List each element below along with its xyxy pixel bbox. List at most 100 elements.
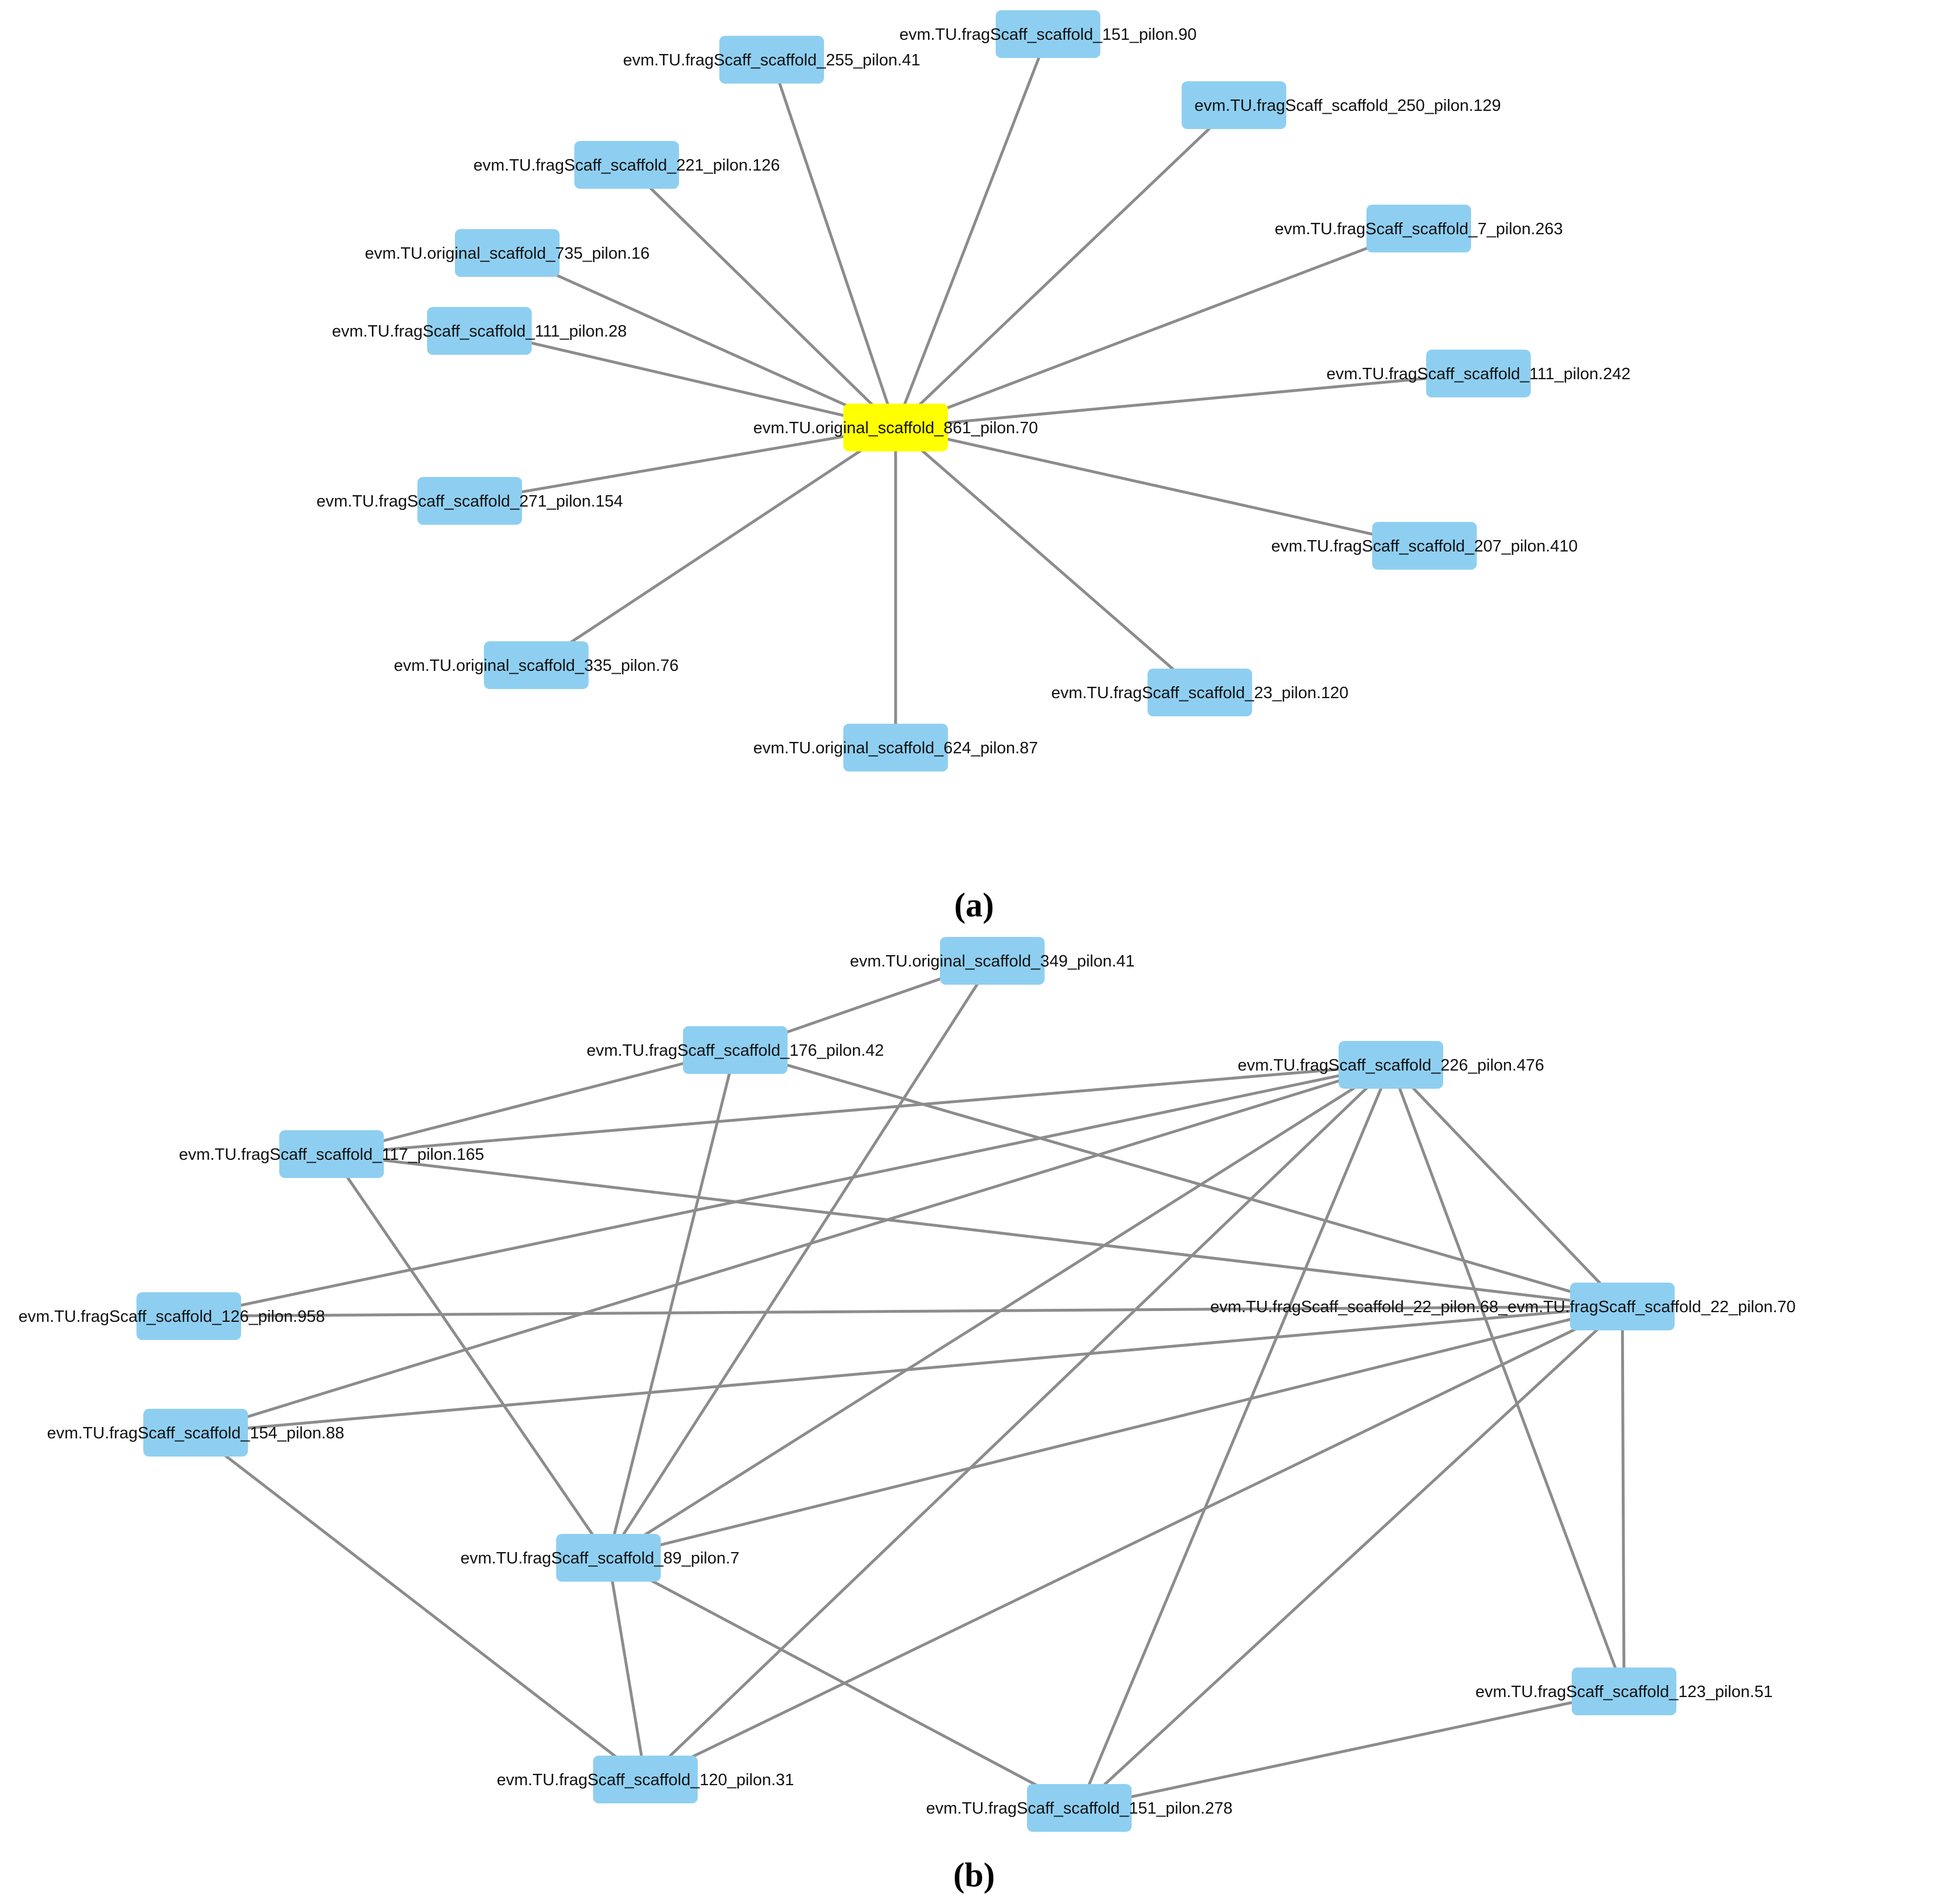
panel-b-edge-b1-b8 bbox=[607, 960, 994, 1559]
node-label: evm.TU.fragScaff_scaffold_151_pilon.278 bbox=[926, 1799, 1233, 1818]
node-box bbox=[143, 1409, 248, 1457]
panel-b-edge-b7-b10 bbox=[194, 1432, 647, 1781]
panel-b-node-evm-tu-fragscaff-scaffold-126-pilon-958: evm.TU.fragScaff_scaffold_126_pilon.958 bbox=[19, 1292, 325, 1340]
panel-b-edge-b4-b8 bbox=[330, 1153, 610, 1559]
node-label: evm.TU.original_scaffold_349_pilon.41 bbox=[850, 952, 1135, 970]
node-box bbox=[279, 1130, 384, 1178]
panel-b-edge-b9-b11 bbox=[1079, 1690, 1625, 1810]
panel-b-edge-b3-b7 bbox=[195, 1063, 1391, 1434]
panel-a-edge-hub-a6 bbox=[506, 251, 897, 429]
panel-a-node-evm-tu-fragscaff-scaffold-111-pilon-28: evm.TU.fragScaff_scaffold_111_pilon.28 bbox=[332, 307, 627, 355]
panel-b-node-evm-tu-fragscaff-scaffold-151-pilon-278: evm.TU.fragScaff_scaffold_151_pilon.278 bbox=[926, 1784, 1233, 1832]
panel-a-edge-hub-a11 bbox=[535, 426, 897, 667]
node-box bbox=[427, 307, 532, 355]
node-box bbox=[1426, 350, 1531, 397]
node-label: evm.TU.fragScaff_scaffold_271_pilon.154 bbox=[317, 492, 623, 511]
node-box bbox=[484, 641, 589, 689]
node-box bbox=[996, 10, 1100, 58]
panel-b-node-evm-tu-original-scaffold-349-pilon-41: evm.TU.original_scaffold_349_pilon.41 bbox=[850, 937, 1135, 985]
panel-b-node-evm-tu-fragscaff-scaffold-89-pilon-7: evm.TU.fragScaff_scaffold_89_pilon.7 bbox=[461, 1534, 740, 1582]
node-label: evm.TU.original_scaffold_335_pilon.76 bbox=[394, 657, 679, 675]
node-box bbox=[683, 1026, 788, 1074]
panel-b-node-evm-tu-fragscaff-scaffold-176-pilon-42: evm.TU.fragScaff_scaffold_176_pilon.42 bbox=[587, 1026, 884, 1074]
node-box bbox=[455, 229, 560, 277]
panel-b-edge-b8-b10 bbox=[607, 1557, 647, 1780]
panel-b-node-evm-tu-fragscaff-scaffold-22-pilon-68-evm-tu-fragscaff-scaffold-22-pilon-70: evm.TU.fragScaff_scaffold_22_pilon.68_ev… bbox=[1210, 1283, 1796, 1330]
node-box bbox=[417, 477, 522, 525]
panel-b-node-evm-tu-fragscaff-scaffold-120-pilon-31: evm.TU.fragScaff_scaffold_120_pilon.31 bbox=[497, 1756, 794, 1803]
panel-a-node-evm-tu-original-scaffold-735-pilon-16: evm.TU.original_scaffold_735_pilon.16 bbox=[365, 229, 649, 277]
node-label: evm.TU.fragScaff_scaffold_111_pilon.242 bbox=[1327, 365, 1631, 383]
panel-a-network: evm.TU.original_scaffold_861_pilon.70evm… bbox=[317, 10, 1631, 924]
node-label: evm.TU.fragScaff_scaffold_250_pilon.129 bbox=[1195, 97, 1501, 115]
panel-b-edge-b5-b6 bbox=[188, 1305, 1623, 1318]
node-label: evm.TU.fragScaff_scaffold_111_pilon.28 bbox=[332, 322, 627, 341]
node-box bbox=[1366, 205, 1471, 252]
node-label: evm.TU.fragScaff_scaffold_176_pilon.42 bbox=[587, 1042, 884, 1060]
panel-a-node-evm-tu-fragscaff-scaffold-250-pilon-129: evm.TU.fragScaff_scaffold_250_pilon.129 bbox=[1182, 81, 1501, 129]
node-label: evm.TU.fragScaff_scaffold_7_pilon.263 bbox=[1275, 220, 1563, 238]
node-box bbox=[1572, 1667, 1676, 1715]
node-box bbox=[1570, 1283, 1675, 1330]
panel-a-node-evm-tu-fragscaff-scaffold-255-pilon-41: evm.TU.fragScaff_scaffold_255_pilon.41 bbox=[623, 36, 921, 84]
panel-b-edge-b3-b4 bbox=[331, 1063, 1391, 1156]
node-box bbox=[574, 141, 679, 189]
panel-b-edge-b4-b6 bbox=[331, 1152, 1623, 1308]
node-label: evm.TU.fragScaff_scaffold_123_pilon.51 bbox=[1476, 1683, 1773, 1701]
panel-b-edge-b8-b6 bbox=[608, 1305, 1623, 1559]
panel-a-label: (a) bbox=[954, 886, 994, 924]
panel-a-node-evm-tu-fragscaff-scaffold-207-pilon-410: evm.TU.fragScaff_scaffold_207_pilon.410 bbox=[1271, 522, 1578, 570]
panel-a-node-evm-tu-fragscaff-scaffold-7-pilon-263: evm.TU.fragScaff_scaffold_7_pilon.263 bbox=[1275, 205, 1563, 252]
panel-b-node-evm-tu-fragscaff-scaffold-226-pilon-476: evm.TU.fragScaff_scaffold_226_pilon.476 bbox=[1238, 1041, 1544, 1089]
hub-node-box bbox=[843, 404, 948, 451]
node-label: evm.TU.fragScaff_scaffold_117_pilon.165 bbox=[179, 1146, 484, 1164]
node-label: evm.TU.fragScaff_scaffold_221_pilon.126 bbox=[474, 156, 780, 175]
node-label: evm.TU.fragScaff_scaffold_120_pilon.31 bbox=[497, 1771, 794, 1789]
panel-b-edge-b6-b11 bbox=[1078, 1305, 1623, 1809]
panel-b-edge-b2-b4 bbox=[331, 1048, 736, 1156]
panel-a-node-evm-tu-fragscaff-scaffold-151-pilon-90: evm.TU.fragScaff_scaffold_151_pilon.90 bbox=[900, 10, 1196, 58]
panel-a-edge-hub-a3 bbox=[894, 104, 1235, 429]
node-box bbox=[556, 1534, 661, 1582]
panel-a-node-evm-tu-fragscaff-scaffold-221-pilon-126: evm.TU.fragScaff_scaffold_221_pilon.126 bbox=[474, 141, 780, 189]
panel-a-edge-hub-a7 bbox=[479, 329, 896, 429]
panel-b-node-evm-tu-fragscaff-scaffold-123-pilon-51: evm.TU.fragScaff_scaffold_123_pilon.51 bbox=[1476, 1667, 1773, 1715]
panel-a-edge-hub-a5 bbox=[895, 227, 1419, 429]
node-box bbox=[1027, 1784, 1132, 1832]
panel-a-edge-hub-a8 bbox=[895, 372, 1479, 429]
panel-b-edge-b2-b8 bbox=[607, 1050, 737, 1558]
panel-a-node-evm-tu-original-scaffold-861-pilon-70: evm.TU.original_scaffold_861_pilon.70 bbox=[753, 404, 1038, 451]
node-label: evm.TU.fragScaff_scaffold_89_pilon.7 bbox=[461, 1549, 740, 1567]
panel-a-node-evm-tu-original-scaffold-335-pilon-76: evm.TU.original_scaffold_335_pilon.76 bbox=[394, 641, 679, 689]
panel-b-edge-b6-b9 bbox=[1621, 1306, 1626, 1692]
node-label: evm.TU.original_scaffold_861_pilon.70 bbox=[753, 419, 1038, 437]
node-label: evm.TU.fragScaff_scaffold_226_pilon.476 bbox=[1238, 1056, 1544, 1075]
panel-b-edge-b3-b6 bbox=[1390, 1064, 1623, 1308]
panel-b-edge-b3-b10 bbox=[644, 1064, 1392, 1781]
panel-a-edge-hub-a9 bbox=[469, 426, 896, 503]
panel-b-node-evm-tu-fragscaff-scaffold-117-pilon-165: evm.TU.fragScaff_scaffold_117_pilon.165 bbox=[179, 1130, 484, 1178]
panel-b-label: (b) bbox=[953, 1856, 995, 1894]
panel-b-edge-b7-b6 bbox=[195, 1305, 1623, 1434]
panel-a-edge-hub-a4 bbox=[626, 164, 897, 429]
node-label: evm.TU.fragScaff_scaffold_22_pilon.68_ev… bbox=[1210, 1298, 1796, 1316]
panel-b-edge-b3-b5 bbox=[188, 1063, 1391, 1318]
panel-a-node-evm-tu-fragscaff-scaffold-23-pilon-120: evm.TU.fragScaff_scaffold_23_pilon.120 bbox=[1051, 669, 1348, 716]
panel-a-node-evm-tu-original-scaffold-624-pilon-87: evm.TU.original_scaffold_624_pilon.87 bbox=[753, 724, 1038, 771]
node-box bbox=[1372, 522, 1477, 570]
panel-a-node-evm-tu-fragscaff-scaffold-271-pilon-154: evm.TU.fragScaff_scaffold_271_pilon.154 bbox=[317, 477, 623, 525]
panel-a-edge-hub-a10 bbox=[895, 426, 1425, 547]
node-box bbox=[1182, 81, 1286, 129]
node-box bbox=[1148, 669, 1252, 716]
node-label: evm.TU.fragScaff_scaffold_255_pilon.41 bbox=[623, 51, 921, 69]
node-box bbox=[843, 724, 948, 771]
node-box bbox=[940, 937, 1045, 985]
node-label: evm.TU.fragScaff_scaffold_154_pilon.88 bbox=[47, 1424, 345, 1442]
panel-a-edge-hub-a2 bbox=[894, 34, 1050, 428]
node-label: evm.TU.fragScaff_scaffold_126_pilon.958 bbox=[19, 1308, 325, 1326]
panel-a-edge-hub-a1 bbox=[770, 59, 897, 428]
node-box bbox=[136, 1292, 241, 1340]
node-box bbox=[593, 1756, 698, 1803]
node-box bbox=[1339, 1041, 1443, 1089]
